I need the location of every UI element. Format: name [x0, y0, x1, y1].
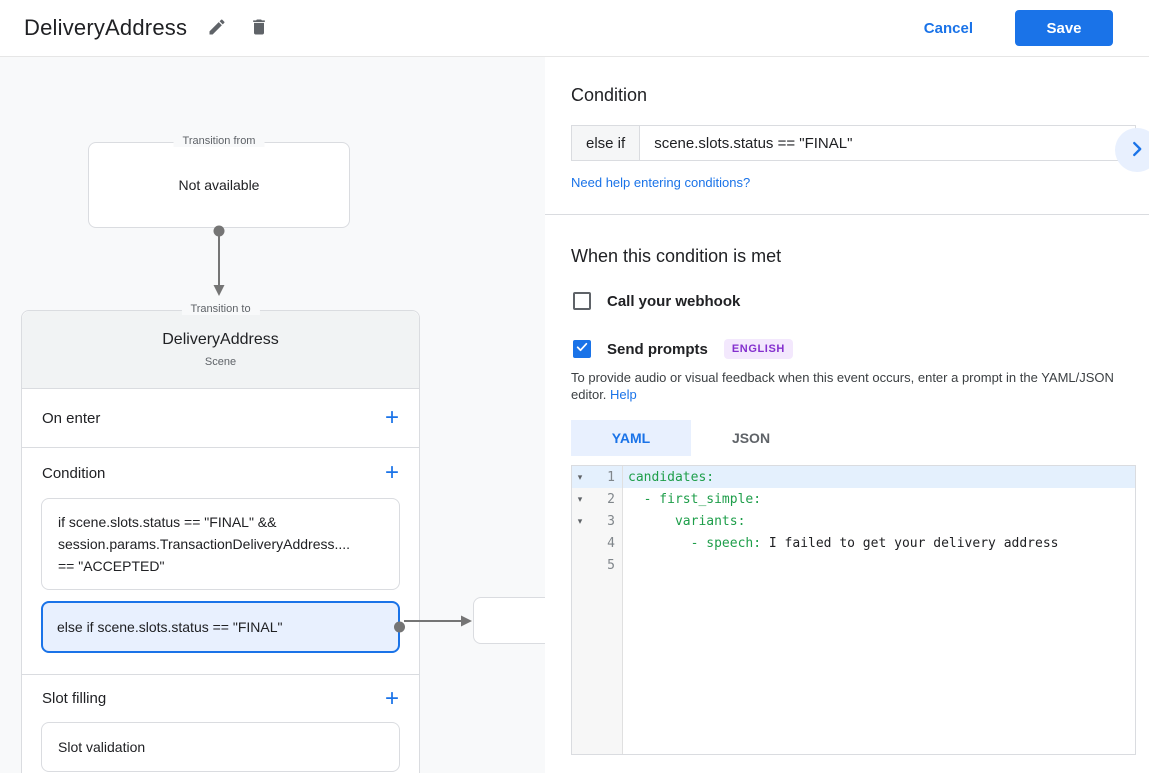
slot-filling-section: Slot filling + Slot validation Transacti… — [22, 675, 419, 773]
down-arrow-connector — [213, 225, 225, 296]
transition-to-label: Transition to — [181, 303, 260, 315]
condition-section-label: Condition — [42, 464, 106, 482]
condition-if-item[interactable]: if scene.slots.status == "FINAL" && sess… — [41, 498, 400, 590]
line-number: 4 — [607, 535, 615, 551]
code-line[interactable]: ▾ 1 candidates: — [572, 466, 1135, 488]
scene-type-label: Scene — [204, 356, 237, 368]
transition-from-label: Transition from — [173, 135, 265, 147]
line-number: 2 — [607, 491, 615, 507]
app-header: DeliveryAddress Cancel Save — [0, 0, 1149, 57]
collapse-panel-button[interactable] — [1115, 128, 1149, 172]
code-line[interactable]: 5 — [572, 554, 1135, 576]
delete-scene-button[interactable] — [247, 16, 271, 40]
fold-arrow-icon[interactable]: ▾ — [577, 493, 583, 504]
scene-node-card: Transition to DeliveryAddress Scene On e… — [21, 303, 420, 773]
condition-prefix: else if — [572, 126, 641, 160]
fold-arrow-icon[interactable]: ▾ — [577, 471, 583, 482]
code-key: candidates: — [628, 469, 715, 485]
code-line[interactable]: ▾ 3 variants: — [572, 510, 1135, 532]
code-key: variants: — [628, 513, 746, 529]
chevron-right-icon — [1126, 138, 1148, 163]
call-webhook-label: Call your webhook — [607, 292, 741, 310]
tab-json[interactable]: JSON — [691, 420, 811, 456]
prompt-description: To provide audio or visual feedback when… — [571, 369, 1133, 403]
condition-expression-input[interactable]: scene.slots.status == "FINAL" — [654, 134, 853, 152]
pencil-icon — [207, 17, 227, 40]
tab-yaml[interactable]: YAML — [571, 420, 691, 456]
right-arrow-connector — [404, 615, 472, 627]
add-condition-button[interactable]: + — [385, 461, 399, 485]
plus-icon: + — [384, 404, 399, 431]
prompt-help-link[interactable]: Help — [610, 387, 637, 402]
trash-icon — [249, 17, 269, 40]
slot-filling-label: Slot filling — [42, 690, 107, 707]
section-divider — [545, 214, 1149, 215]
line-number: 1 — [607, 469, 615, 485]
yaml-code-editor[interactable]: ▾ 1 candidates: ▾ 2 - first_simple: ▾ 3 var… — [571, 465, 1136, 755]
scene-diagram-panel: Transition from Not available Transition… — [0, 57, 545, 773]
fold-arrow-icon[interactable]: ▾ — [577, 515, 583, 526]
checkmark-icon — [575, 340, 589, 359]
connector-port-dot — [394, 621, 405, 633]
scene-name: DeliveryAddress — [162, 331, 279, 348]
prompt-description-text: To provide audio or visual feedback when… — [571, 370, 1114, 402]
scene-node-header[interactable]: DeliveryAddress Scene — [22, 311, 419, 389]
condition-heading: Condition — [571, 85, 648, 105]
on-enter-section: On enter + — [22, 389, 419, 448]
condition-else-if-text: else if scene.slots.status == "FINAL" — [57, 619, 283, 635]
code-line[interactable]: ▾ 2 - first_simple: — [572, 488, 1135, 510]
edit-title-button[interactable] — [205, 16, 229, 40]
line-number: 3 — [607, 513, 615, 529]
send-prompts-checkbox[interactable] — [573, 340, 591, 358]
line-number: 5 — [607, 557, 615, 573]
when-condition-met-heading: When this condition is met — [571, 246, 782, 266]
code-key: - speech: — [628, 535, 762, 551]
add-slot-button[interactable]: + — [385, 686, 399, 710]
webhook-row: Call your webhook — [571, 292, 1149, 310]
page-title: DeliveryAddress — [24, 15, 188, 40]
language-badge: ENGLISH — [723, 339, 793, 359]
code-key: - first_simple: — [628, 491, 762, 507]
code-editor-empty-area[interactable] — [572, 576, 1135, 754]
transition-from-content: Not available — [178, 177, 260, 193]
condition-section: Condition + if scene.slots.status == "FI… — [22, 448, 419, 675]
code-value: I failed to get your delivery address — [761, 535, 1059, 551]
plus-icon: + — [384, 684, 399, 712]
transition-target-node[interactable] — [473, 597, 545, 644]
transition-from-node[interactable]: Transition from Not available — [88, 135, 350, 228]
plus-icon: + — [384, 459, 399, 486]
condition-detail-panel: Condition else if scene.slots.status == … — [545, 57, 1149, 773]
send-prompts-label: Send prompts — [607, 340, 708, 358]
save-button[interactable]: Save — [1015, 10, 1113, 46]
call-webhook-checkbox[interactable] — [573, 292, 591, 310]
add-on-enter-button[interactable]: + — [385, 406, 399, 430]
cancel-button[interactable]: Cancel — [923, 19, 973, 37]
condition-expression-field: else if scene.slots.status == "FINAL" — [571, 125, 1136, 161]
condition-else-if-item[interactable]: else if scene.slots.status == "FINAL" — [41, 601, 405, 653]
editor-format-tabs: YAML JSON — [571, 420, 1149, 456]
send-prompts-row: Send prompts ENGLISH — [571, 339, 1149, 359]
code-line[interactable]: 4 - speech: I failed to get your deliver… — [572, 532, 1135, 554]
slot-validation-item[interactable]: Slot validation — [41, 722, 400, 772]
conditions-help-link[interactable]: Need help entering conditions? — [571, 175, 751, 190]
on-enter-label: On enter — [42, 409, 101, 427]
